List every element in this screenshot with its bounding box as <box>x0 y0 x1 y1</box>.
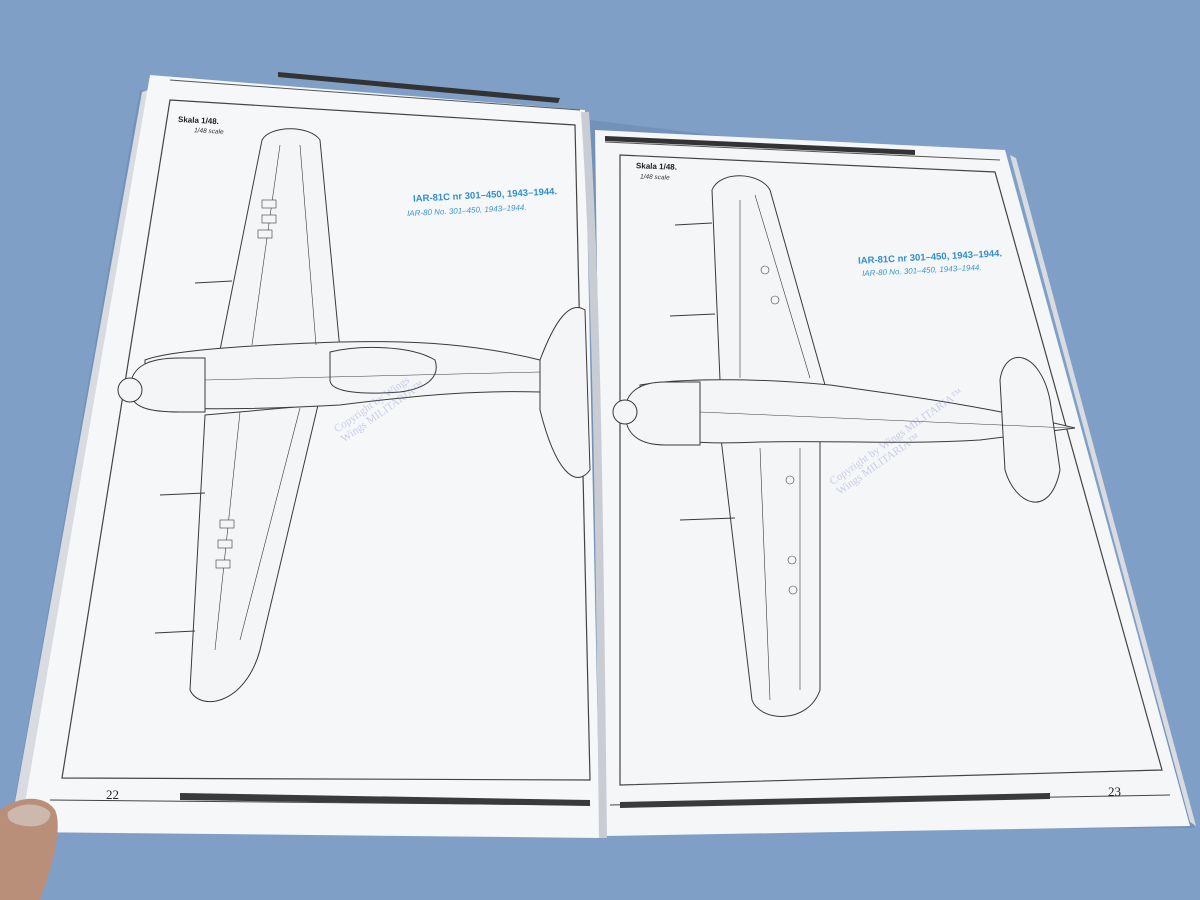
left-header-bar <box>278 72 560 103</box>
left-gun-1 <box>194 280 233 284</box>
right-scale-sub: 1/48 scale <box>639 173 670 182</box>
left-tailplane <box>539 307 591 478</box>
right-page-stack <box>1010 155 1196 826</box>
right-header-bar <box>605 136 915 155</box>
left-cockpit <box>329 347 437 394</box>
right-fuselage <box>639 379 1076 444</box>
left-page-stack <box>10 90 148 835</box>
right-footer-bar <box>620 793 1050 808</box>
right-gun-1 <box>674 222 713 226</box>
right-gun-2 <box>669 313 716 317</box>
left-page <box>20 75 600 838</box>
right-spinner <box>612 399 638 425</box>
left-aircraft-drawing <box>117 128 591 703</box>
left-lower-wing <box>189 404 319 703</box>
left-cowling <box>129 357 206 413</box>
left-gun-2 <box>159 492 206 496</box>
right-scale-label: Skala 1/48. <box>635 161 678 172</box>
left-spinner <box>117 377 143 403</box>
right-tailplane <box>999 356 1061 503</box>
left-page-number: 22 <box>106 787 119 802</box>
right-page-frame <box>619 154 1163 786</box>
right-gun-3 <box>679 517 736 521</box>
left-upper-wing <box>219 128 341 351</box>
gutter-shadow <box>581 111 607 839</box>
left-page-frame <box>61 99 591 781</box>
right-aircraft-drawing <box>612 175 1076 717</box>
right-header-rule <box>604 141 1001 161</box>
right-page-number: 23 <box>1108 784 1121 799</box>
right-lower-wing <box>719 429 821 717</box>
left-scale-sub: 1/48 scale <box>193 127 224 136</box>
right-cowling <box>624 381 701 446</box>
thumb <box>0 798 58 900</box>
left-gun-3 <box>154 630 196 634</box>
left-header-rule <box>169 79 581 111</box>
left-footer-bar <box>180 793 590 806</box>
